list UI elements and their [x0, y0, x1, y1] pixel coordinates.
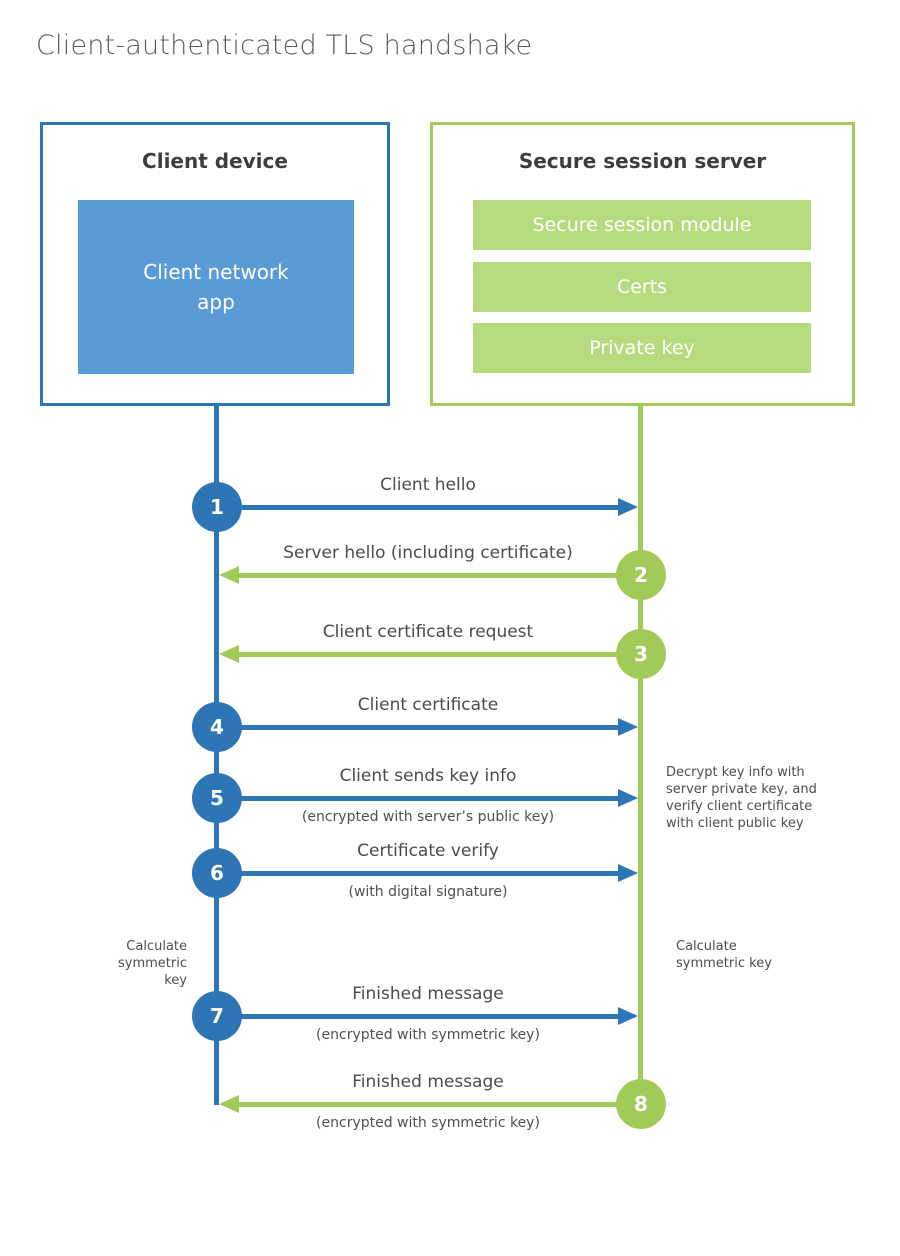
- flow-sublabel: (encrypted with symmetric key): [316, 1027, 540, 1043]
- page-title: Client-authenticated TLS handshake: [36, 30, 533, 61]
- client-network-app-box: Client network app: [78, 200, 354, 374]
- secure-session-server-title: Secure session server: [518, 149, 767, 173]
- calculate-symmetric-key-right: Calculate symmetric key: [676, 939, 772, 972]
- flow-label: Client certificate: [357, 695, 499, 715]
- server-lifeline: [638, 405, 643, 1105]
- arrow-left-icon: [219, 1095, 639, 1113]
- calculate-symmetric-key-left: Calculate symmetric key: [118, 939, 187, 989]
- flow-label: Certificate verify: [357, 841, 499, 861]
- server-module-certs: Certs: [473, 262, 811, 312]
- flow-sublabel: (encrypted with symmetric key): [316, 1115, 540, 1131]
- arrow-right-icon: [217, 789, 638, 807]
- server-module-secure-session-module: Secure session module: [473, 200, 811, 250]
- arrow-left-icon: [219, 566, 639, 584]
- client-device-box: Client device Client network app: [40, 122, 390, 406]
- arrow-right-icon: [217, 1007, 638, 1025]
- flow-label: Finished message: [352, 1072, 504, 1092]
- arrow-left-icon: [219, 645, 639, 663]
- flow-label: Client certificate request: [322, 622, 534, 642]
- flow-label: Finished message: [352, 984, 504, 1004]
- server-module-private-key: Private key: [473, 323, 811, 373]
- arrow-right-icon: [217, 718, 638, 736]
- flow-label: Client hello: [380, 475, 476, 495]
- flow-sublabel: (with digital signature): [348, 884, 508, 900]
- client-device-title: Client device: [142, 149, 288, 173]
- flow-label: Server hello (including certificate): [283, 543, 573, 563]
- arrow-right-icon: [217, 864, 638, 882]
- decrypt-key-note: Decrypt key info with server private key…: [666, 765, 817, 832]
- client-lifeline: [214, 405, 219, 1105]
- flow-label: Client sends key info: [339, 766, 517, 786]
- arrow-right-icon: [217, 498, 638, 516]
- client-network-app-label: Client network app: [143, 260, 289, 314]
- secure-session-server-box: Secure session server Secure session mod…: [430, 122, 855, 406]
- flow-sublabel: (encrypted with server’s public key): [301, 809, 555, 825]
